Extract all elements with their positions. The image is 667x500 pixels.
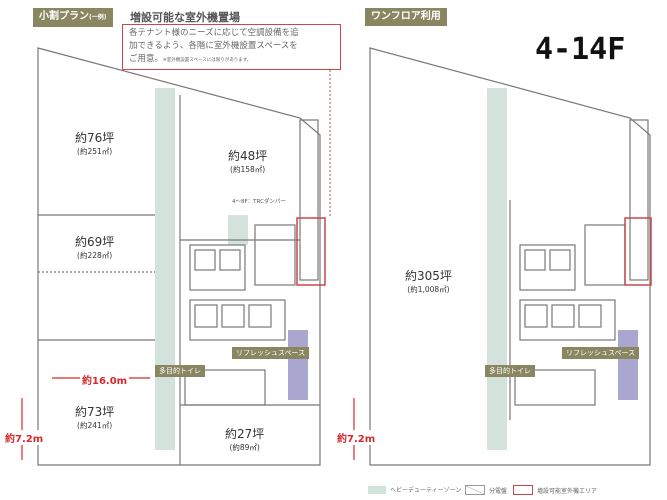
floor-label: 4-14F [535,32,626,67]
outdoor-unit-heading: 増設可能な室外機置場 [130,11,240,24]
left-plan-tag: 小割プラン(一例) [33,8,113,27]
right-plan-tag: ワンフロア利用 [365,8,447,26]
room-27: 約27坪(約89㎡) [225,427,265,453]
outdoor-unit-area-right [624,217,652,286]
legend-outdoor-area: 増設可能室外機エリア [513,485,597,495]
room-69: 約69坪(約228㎡) [75,235,115,261]
room-73: 約73坪(約241㎡) [75,405,115,431]
left-plan [37,47,321,466]
refresh-space-area [288,330,308,400]
toilet-label-right: 多目的トイレ [485,365,535,377]
legend-panel: 分電盤 [465,485,507,495]
room-48: 約48坪(約158㎡) [228,149,268,175]
height-dimension-left: 約7.2m [5,430,44,445]
heavy-duty-zone [155,88,175,450]
building-outline [37,47,321,466]
heavy-duty-swatch [368,485,386,494]
refresh-space-label-left: リフレッシュスペース [232,347,310,359]
toilet-label-left: 多目的トイレ [155,365,205,377]
width-dimension: 約16.0m [80,372,130,387]
outdoor-unit-area-left [296,217,326,286]
legend-heavy-duty: ヘビーデューティーゾーン [368,485,461,494]
height-dimension-right: 約7.2m [337,430,376,445]
refresh-space-label-right: リフレッシュスペース [562,347,640,359]
right-plan [369,47,651,466]
outdoor-area-swatch [513,485,533,495]
panel-swatch [465,485,485,495]
outdoor-unit-note: 各テナント様のニーズに応じて空調設備を追加できるよう、各階に室外機設置スペースを… [122,24,341,70]
damper-note: 4～8F：TRCダンパー [232,199,286,205]
room-305: 約305坪(約1,008㎡) [405,269,452,295]
room-76: 約76坪(約251㎡) [75,131,115,157]
